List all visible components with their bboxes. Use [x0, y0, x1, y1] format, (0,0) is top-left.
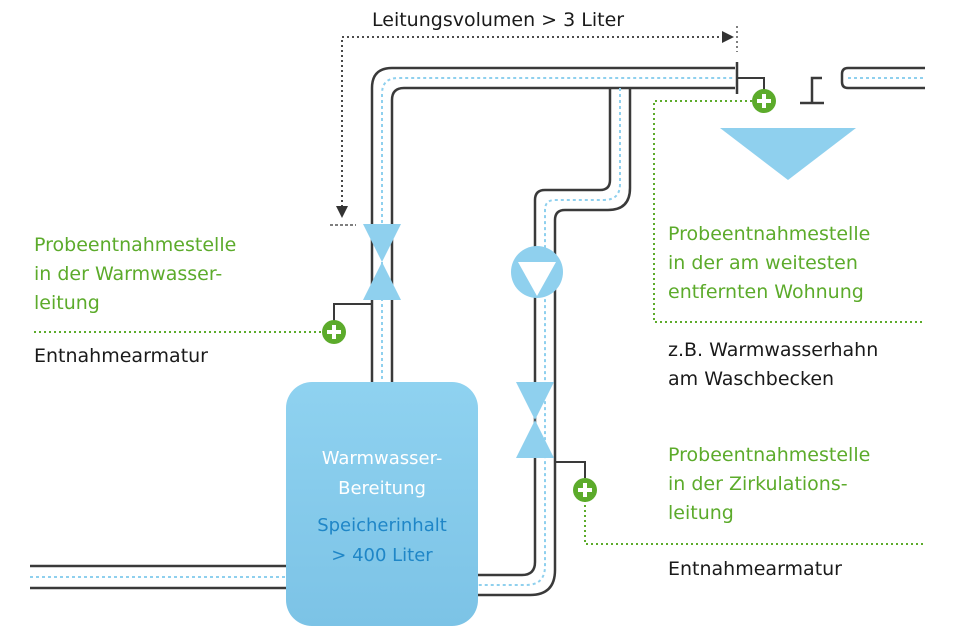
volume-label: Leitungsvolumen > 3 Liter	[372, 9, 624, 31]
hot-water-fitting-label: Entnahmearmatur	[34, 345, 208, 367]
cold-water-inlet-pipe	[30, 564, 286, 590]
tank-capacity-line1: Speicherinhalt	[317, 515, 447, 536]
volume-dimension-line	[330, 26, 738, 226]
label-line: in der am weitesten	[668, 252, 858, 274]
wash-basin	[720, 128, 856, 180]
label-line: in der Zirkulations-	[668, 473, 848, 495]
label-line: Probeentnahmestelle	[668, 444, 870, 466]
hot-water-valve	[363, 224, 401, 300]
circulation-sample-plus-icon	[573, 478, 597, 502]
hot-water-sample-connector	[34, 303, 372, 333]
circulation-sample-label: Probeentnahmestelle in der Zirkulations-…	[668, 444, 870, 524]
farthest-sample-connector	[653, 77, 924, 323]
label-line: Probeentnahmestelle	[668, 223, 870, 245]
circulation-pipe	[478, 88, 632, 597]
hot-water-pipe-continuation	[840, 66, 925, 90]
arrow-down-icon	[336, 206, 348, 218]
tank-label-line2: Bereitung	[338, 478, 426, 499]
hot-water-sample-label: Probeentnahmestelle in der Warmwasser- l…	[34, 234, 236, 314]
farthest-sample-label: Probeentnahmestelle in der am weitesten …	[668, 223, 870, 303]
circulation-pump	[511, 246, 563, 298]
hot-water-tank	[286, 382, 478, 626]
farthest-sample-plus-icon	[752, 89, 776, 113]
hot-water-pipe	[370, 66, 735, 385]
farthest-example-label: z.B. Warmwasserhahn am Waschbecken	[668, 339, 878, 390]
tank-label-line1: Warmwasser-	[322, 448, 443, 469]
circulation-fitting-label: Entnahmearmatur	[668, 558, 842, 580]
label-line: leitung	[668, 502, 734, 524]
label-line: in der Warmwasser-	[34, 263, 222, 285]
label-line: Probeentnahmestelle	[34, 234, 236, 256]
label-line: leitung	[34, 292, 100, 314]
circulation-valve	[516, 382, 554, 458]
circulation-sample-connector	[555, 461, 924, 545]
basin-tap	[800, 76, 824, 105]
hot-water-sample-plus-icon	[322, 320, 346, 344]
label-line: am Waschbecken	[668, 368, 834, 390]
arrow-right-icon	[722, 31, 734, 43]
label-line: z.B. Warmwasserhahn	[668, 339, 878, 361]
tank-capacity-line2: > 400 Liter	[331, 545, 433, 566]
label-line: entfernten Wohnung	[668, 281, 864, 303]
